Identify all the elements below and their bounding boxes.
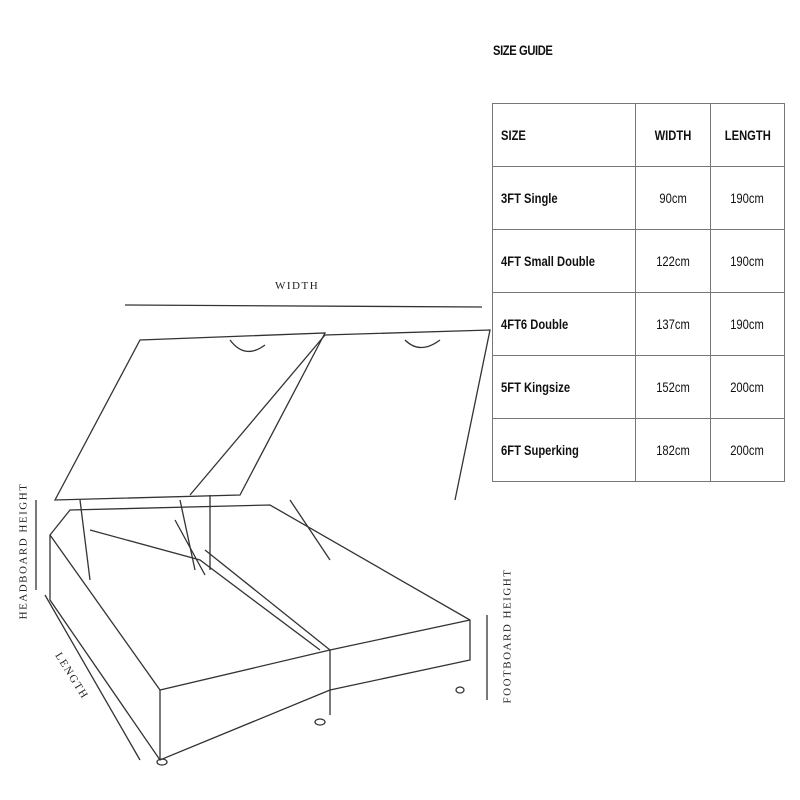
bed-foot xyxy=(314,718,326,726)
lid-handle xyxy=(229,339,266,352)
right-lid xyxy=(189,329,491,501)
header-length: LENGTH xyxy=(724,127,771,143)
length-cell: 200cm xyxy=(730,442,765,458)
header-size: SIZE xyxy=(501,127,526,143)
lid-handle xyxy=(404,339,441,349)
table-row: 3FT Single 90cm 190cm xyxy=(492,166,785,230)
size-guide-table: SIZE WIDTH LENGTH 3FT Single 90cm 190cm … xyxy=(492,103,785,482)
length-cell: 190cm xyxy=(730,253,765,269)
header-width: WIDTH xyxy=(654,127,692,143)
bed-base xyxy=(49,504,471,761)
left-lid xyxy=(53,332,327,501)
width-cell: 90cm xyxy=(659,190,687,206)
size-cell: 6FT Superking xyxy=(501,442,579,458)
base-inner-edge xyxy=(89,529,321,651)
table-row: 4FT Small Double 122cm 190cm xyxy=(492,229,785,293)
size-guide-title: SIZE GUIDE xyxy=(493,42,553,58)
gas-strut xyxy=(174,519,206,576)
table-header-row: SIZE WIDTH LENGTH xyxy=(492,103,785,167)
footboard-height-label: FOOTBOARD HEIGHT xyxy=(501,568,514,704)
size-cell: 4FT Small Double xyxy=(501,253,595,269)
length-cell: 200cm xyxy=(730,379,765,395)
length-cell: 190cm xyxy=(730,190,765,206)
headboard-height-label: HEADBOARD HEIGHT xyxy=(17,482,30,620)
width-label: WIDTH xyxy=(275,280,320,292)
width-cell: 182cm xyxy=(656,442,690,458)
gas-strut xyxy=(179,499,196,571)
size-cell: 5FT Kingsize xyxy=(501,379,571,395)
bed-foot xyxy=(455,686,465,694)
width-cell: 152cm xyxy=(656,379,690,395)
width-cell: 137cm xyxy=(656,316,690,332)
gas-strut xyxy=(79,499,91,581)
table-row: 6FT Superking 182cm 200cm xyxy=(492,418,785,482)
table-row: 5FT Kingsize 152cm 200cm xyxy=(492,355,785,419)
width-cell: 122cm xyxy=(656,253,690,269)
bed-foot xyxy=(156,758,168,766)
length-dimension-line xyxy=(44,594,141,761)
length-cell: 190cm xyxy=(730,316,765,332)
width-dimension-line xyxy=(124,304,483,308)
base-divider xyxy=(204,549,331,651)
base-edge xyxy=(49,534,471,691)
table-row: 4FT6 Double 137cm 190cm xyxy=(492,292,785,356)
size-cell: 4FT6 Double xyxy=(501,316,569,332)
gas-strut xyxy=(289,499,331,561)
size-cell: 3FT Single xyxy=(501,190,558,206)
